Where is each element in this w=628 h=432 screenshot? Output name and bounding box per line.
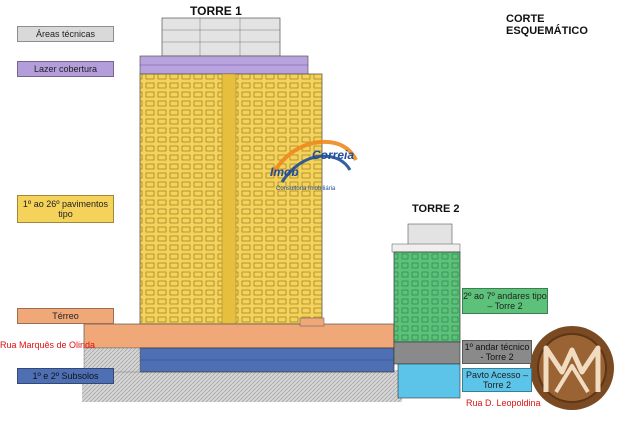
street-marques-de-olinda: Rua Marquês de Olinda	[0, 340, 96, 350]
legend-lazer-cobertura: Lazer cobertura	[17, 61, 114, 77]
legend-andares-torre2: 2º ao 7º andares tipo – Torre 2	[462, 288, 548, 314]
street-d-leopoldina: Rua D. Leopoldina	[466, 398, 541, 408]
legend-pavimentos-tipo: 1º ao 26º pavimentos tipo	[17, 195, 114, 223]
torre-2-title: TORRE 2	[412, 203, 460, 215]
ground	[82, 370, 402, 402]
wax-seal-logo	[530, 326, 614, 410]
watermark-correia: Correia	[312, 148, 355, 162]
terreo-podium	[83, 323, 395, 349]
legend-subsolos: 1º e 2º Subsolos	[17, 368, 114, 384]
watermark-imob: Imob	[270, 165, 299, 179]
legend-terreo: Térreo	[17, 308, 114, 324]
imob-correia-watermark	[270, 139, 358, 183]
page-title: CORTE ESQUEMÁTICO	[506, 13, 588, 37]
watermark-subtitle: Consultoria Imobiliária	[276, 186, 336, 192]
torre2-access-floor	[397, 363, 461, 399]
torre-1-title: TORRE 1	[190, 4, 242, 18]
torre1-technical-area	[161, 17, 281, 57]
legend-areas-tecnicas: Áreas técnicas	[17, 26, 114, 42]
legend-andar-tecnico: 1º andar técnico - Torre 2	[462, 340, 532, 364]
torre2-technical-floor	[393, 341, 461, 365]
legend-pavto-acesso: Pavto Acesso – Torre 2	[462, 368, 532, 392]
